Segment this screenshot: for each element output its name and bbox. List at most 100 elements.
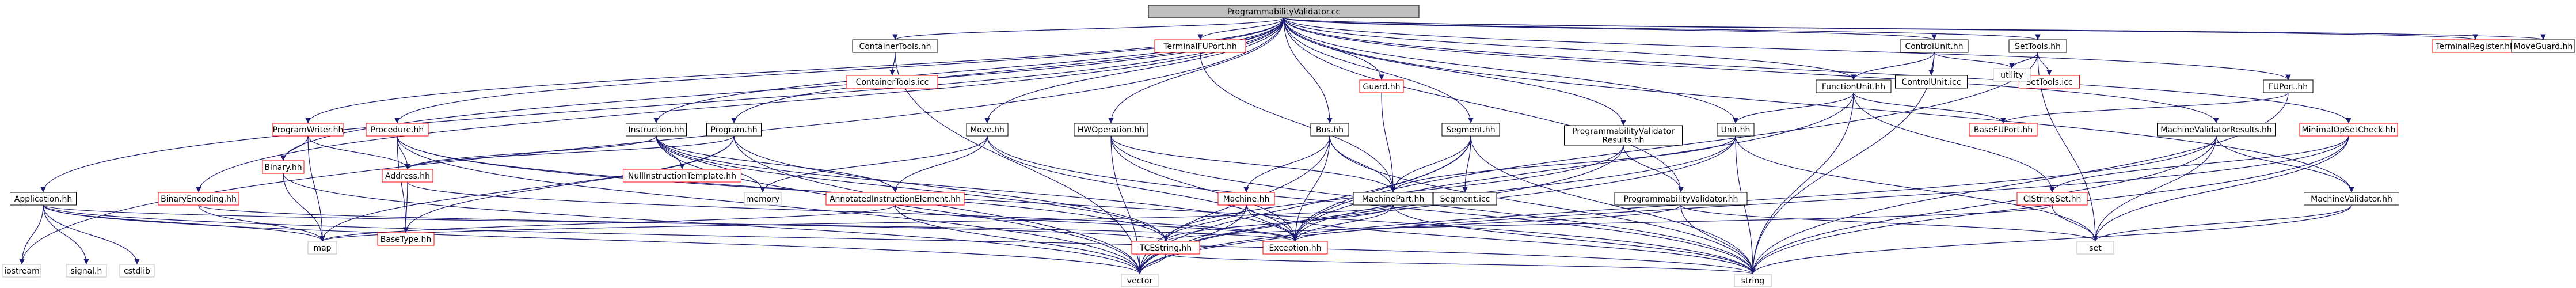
node-basetype-label: BaseType.hh (380, 235, 431, 244)
node-cistringset-box (2016, 192, 2088, 206)
node-procedure-label: Procedure.hh (371, 126, 424, 135)
edge-root-to-containertools (892, 17, 1284, 40)
edge-machinevalidator-to-set (2092, 204, 2352, 242)
node-program[interactable]: Program.hh (706, 123, 762, 137)
node-machinevalidator[interactable]: MachineValidator.hh (2304, 192, 2399, 206)
edge-root-to-controlunit (1283, 17, 1937, 40)
edge-containertools-to-vector (895, 52, 1143, 275)
node-map-label: map (313, 244, 331, 253)
node-segment[interactable]: Segment.hh (1441, 123, 1500, 137)
node-programwriter-label: ProgramWriter.hh (273, 126, 344, 135)
edge-machine-to-string (1246, 204, 1756, 275)
edge-fuport-to-string (1750, 92, 2289, 275)
node-annotated-label: AnnotatedInstructionElement.hh (830, 195, 961, 204)
node-machinepart[interactable]: MachinePart.hh (1353, 192, 1433, 206)
node-annotated[interactable]: AnnotatedInstructionElement.hh (825, 192, 965, 206)
edge-pvresults-to-pvhh (1623, 145, 1684, 193)
node-cistringset[interactable]: CIStringSet.hh (2016, 192, 2088, 206)
node-guard-box (1359, 79, 1404, 93)
node-segmenticc[interactable]: Segment.icc (1433, 192, 1497, 206)
edge-fuport-to-basefuport (2000, 92, 2289, 124)
node-guard-label: Guard.hh (1363, 82, 1401, 92)
node-unit-box (1717, 123, 1755, 137)
edge-root-to-pvresults (1283, 17, 1626, 126)
node-functionunit[interactable]: FunctionUnit.hh (1816, 79, 1892, 93)
node-move[interactable]: Move.hh (966, 123, 1009, 137)
node-controlunit-box (1900, 39, 1969, 53)
edge-move-to-memory (760, 135, 988, 193)
edge-program-to-map (319, 135, 735, 242)
node-address[interactable]: Address.hh (382, 169, 433, 183)
node-machine[interactable]: Machine.hh (1217, 192, 1275, 206)
node-nullinstr[interactable]: NullInstructionTemplate.hh (623, 169, 741, 183)
node-binaryencoding[interactable]: BinaryEncoding.hh (158, 192, 239, 206)
node-containertools-box (852, 39, 938, 53)
node-instruction[interactable]: Instruction.hh (626, 123, 687, 137)
node-basetype[interactable]: BaseType.hh (377, 232, 435, 246)
edge-root-to-segment (1283, 17, 1474, 124)
edge-functionunit-to-string (1750, 92, 1854, 275)
edge-root-to-programwriter (305, 17, 1284, 124)
node-mvresults[interactable]: MachineValidatorResults.hh (2157, 123, 2276, 137)
node-iostream-box (2, 264, 41, 278)
node-unit[interactable]: Unit.hh (1717, 123, 1755, 137)
node-tcestring[interactable]: TCEString.hh (1131, 241, 1200, 255)
node-fuport[interactable]: FUPort.hh (2263, 79, 2314, 93)
edge-program-to-tcestring (733, 135, 1169, 242)
node-cstdlib-box (119, 264, 155, 278)
node-exception[interactable]: Exception.hh (1262, 241, 1328, 255)
node-basefuport[interactable]: BaseFUPort.hh (1969, 123, 2038, 137)
node-machinepart-box (1353, 192, 1433, 206)
edge-machine-to-tcestring (1163, 204, 1247, 242)
node-terminalregister[interactable]: TerminalRegister.hh (2432, 39, 2519, 53)
edge-controlunit-to-functionunit (1851, 52, 1935, 81)
node-signal-label: signal.h (71, 267, 102, 276)
node-minimalopset[interactable]: MinimalOpSetCheck.hh (2299, 123, 2398, 137)
node-containertools[interactable]: ContainerTools.hh (852, 39, 938, 53)
edge-annotated-to-vector (895, 204, 1143, 275)
node-application[interactable]: Application.hh (10, 192, 77, 206)
edge-application-to-signal (43, 204, 89, 265)
node-pvhh-label: ProgrammabilityValidator.hh (1624, 195, 1738, 204)
node-unit-label: Unit.hh (1721, 126, 1751, 135)
node-pvhh[interactable]: ProgrammabilityValidator.hh (1614, 192, 1748, 206)
edge-machinepart-to-string (1392, 204, 1756, 275)
edge-mvresults-to-machinevalidator (2216, 135, 2354, 193)
edge-pvresults-to-vector (1137, 145, 1624, 275)
edge-pvhh-to-string (1680, 204, 1756, 275)
edge-mvresults-to-set (2092, 135, 2217, 242)
node-settools[interactable]: SetTools.hh (2008, 39, 2067, 53)
node-terminalfuport[interactable]: TerminalFUPort.hh (1154, 39, 1246, 53)
node-bus[interactable]: Bus.hh (1310, 123, 1349, 137)
edge-settools-to-utility (2009, 52, 2038, 69)
edge-procedure-to-string (397, 135, 1756, 275)
node-containertoolsicc[interactable]: ContainerTools.icc (846, 75, 938, 89)
node-hwoperation-box (1074, 123, 1148, 137)
node-controlunit[interactable]: ControlUnit.hh (1900, 39, 1969, 53)
node-programwriter[interactable]: ProgramWriter.hh (272, 123, 344, 137)
edge-settools-to-settoolsicc (2037, 52, 2052, 76)
node-tcestring-label: TCEString.hh (1139, 244, 1192, 253)
edge-annotated-to-map (319, 204, 896, 242)
node-root[interactable]: ProgrammabilityValidator.cc (1148, 5, 1420, 18)
node-moveguard[interactable]: MoveGuard.hh (2511, 39, 2575, 53)
node-containertools-label: ContainerTools.hh (859, 42, 931, 51)
node-procedure[interactable]: Procedure.hh (366, 123, 429, 137)
node-tcestring-box (1131, 241, 1200, 255)
edge-root-to-binaryhh (280, 17, 1284, 161)
node-exception-box (1262, 241, 1328, 255)
node-hwoperation[interactable]: HWOperation.hh (1074, 123, 1148, 137)
node-settoolsicc-label: SetTools.icc (2026, 78, 2072, 87)
node-moveguard-box (2511, 39, 2575, 53)
edge-hwoperation-to-exception (1110, 135, 1298, 242)
node-binaryhh[interactable]: Binary.hh (262, 160, 305, 174)
node-guard[interactable]: Guard.hh (1359, 79, 1404, 93)
edge-unit-to-exception (1292, 135, 1736, 242)
edge-segment-to-segmenticc (1462, 135, 1471, 193)
edge-procedure-to-basetype (397, 135, 409, 233)
node-signal: signal.h (66, 264, 107, 278)
node-controluniticc[interactable]: ControlUnit.icc (1895, 75, 1968, 89)
node-settoolsicc[interactable]: SetTools.icc (2019, 75, 2080, 89)
